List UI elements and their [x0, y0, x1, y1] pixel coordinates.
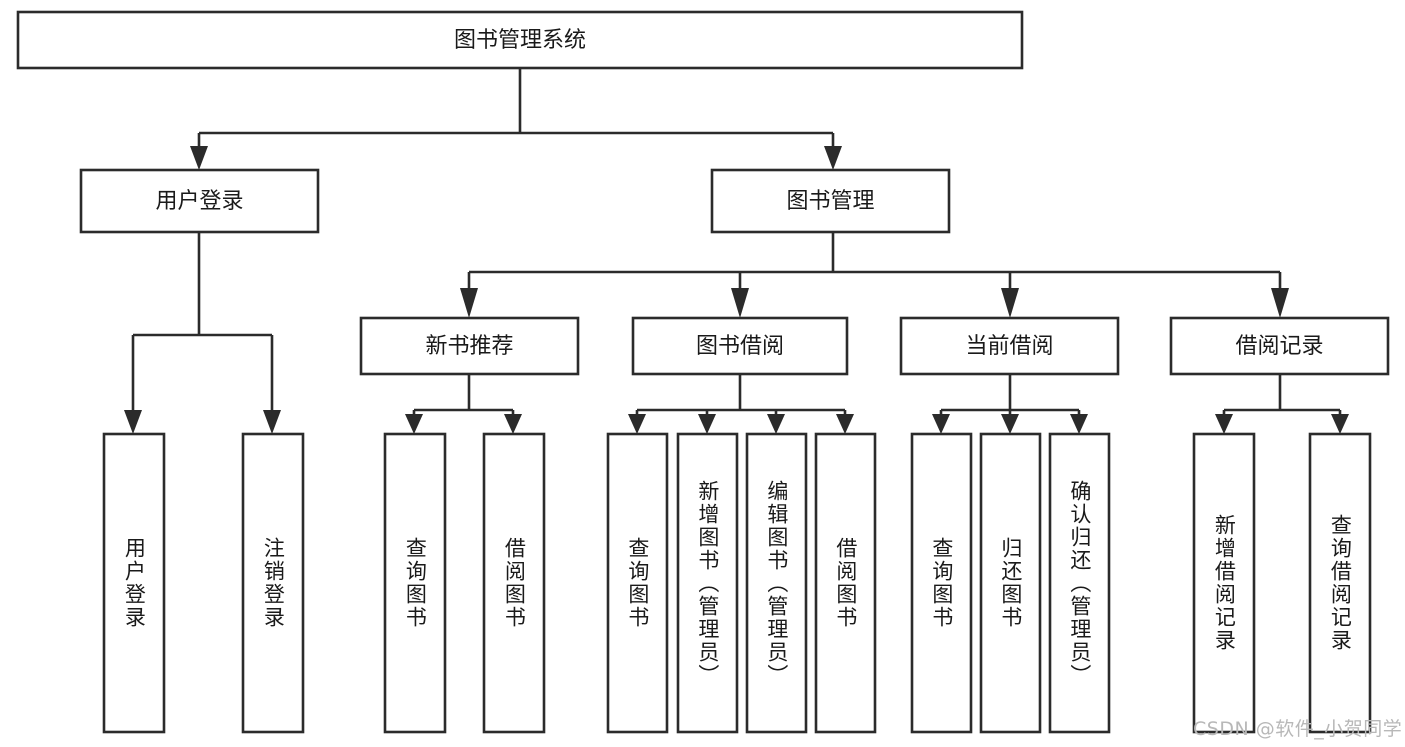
node-current-borrow-label: 当前借阅 — [965, 334, 1053, 359]
node-user-login-label: 用户登录 — [155, 189, 243, 214]
node-leaf-edit-book-box[interactable] — [745, 432, 808, 734]
arrow-head-leaf-logout — [263, 410, 281, 434]
arrow-head-newbook-leaf1 — [405, 414, 423, 434]
arrow-head-current-leaf1 — [932, 414, 950, 434]
node-book-management-box[interactable] — [710, 168, 951, 234]
arrow-head-borrow-leaf3 — [767, 414, 785, 434]
node-leaf-logout-box[interactable] — [241, 432, 305, 734]
arrow-head-borrow-leaf1 — [628, 414, 646, 434]
arrow-head-book-management — [824, 146, 842, 170]
node-layer: 图书管理系统 用户登录 图书管理 新书推荐 图书借阅 当前借阅 借阅记录 — [16, 10, 1390, 734]
csdn-watermark: CSDN @软件_小贺同学 — [1193, 718, 1403, 740]
node-user-login-box[interactable] — [79, 168, 320, 234]
arrow-head-new-book-rec — [460, 288, 478, 318]
node-book-management-label: 图书管理 — [786, 189, 874, 214]
node-leaf-query-book-2-box[interactable] — [606, 432, 669, 734]
arrow-head-current-leaf2 — [1001, 414, 1019, 434]
connector-layer — [124, 68, 1349, 434]
arrow-head-current-borrow — [1001, 288, 1019, 318]
node-new-book-recommend-label: 新书推荐 — [425, 334, 513, 359]
node-new-book-recommend-box[interactable] — [359, 316, 580, 376]
arrow-head-record-leaf2 — [1331, 414, 1349, 434]
arrow-head-user-login — [190, 146, 208, 170]
arrow-head-borrow-leaf4 — [836, 414, 854, 434]
node-leaf-borrow-book-1-box[interactable] — [482, 432, 546, 734]
node-borrow-record-label: 借阅记录 — [1235, 334, 1323, 359]
node-leaf-query-borrow-record-box[interactable] — [1308, 432, 1372, 734]
node-leaf-query-book-3-box[interactable] — [910, 432, 973, 734]
node-leaf-add-borrow-record-box[interactable] — [1192, 432, 1256, 734]
node-root-label: 图书管理系统 — [454, 28, 586, 53]
node-leaf-borrow-book-2-box[interactable] — [814, 432, 877, 734]
node-book-borrow-label: 图书借阅 — [696, 334, 784, 359]
node-leaf-query-book-1-box[interactable] — [383, 432, 447, 734]
node-leaf-user-login-box[interactable] — [102, 432, 166, 734]
arrow-head-record-leaf1 — [1215, 414, 1233, 434]
arrow-head-book-borrow — [731, 288, 749, 318]
arrow-head-leaf-user-login — [124, 410, 142, 434]
node-borrow-record-box[interactable] — [1169, 316, 1390, 376]
node-leaf-return-book-box[interactable] — [979, 432, 1042, 734]
node-root-box[interactable] — [16, 10, 1024, 70]
node-current-borrow-box[interactable] — [899, 316, 1120, 376]
arrow-head-borrow-record — [1271, 288, 1289, 318]
arrow-head-newbook-leaf2 — [504, 414, 522, 434]
node-book-borrow-box[interactable] — [631, 316, 849, 376]
node-leaf-confirm-return-box[interactable] — [1048, 432, 1111, 734]
node-leaf-add-book-box[interactable] — [676, 432, 739, 734]
arrow-head-current-leaf3 — [1070, 414, 1088, 434]
arrow-head-borrow-leaf2 — [698, 414, 716, 434]
